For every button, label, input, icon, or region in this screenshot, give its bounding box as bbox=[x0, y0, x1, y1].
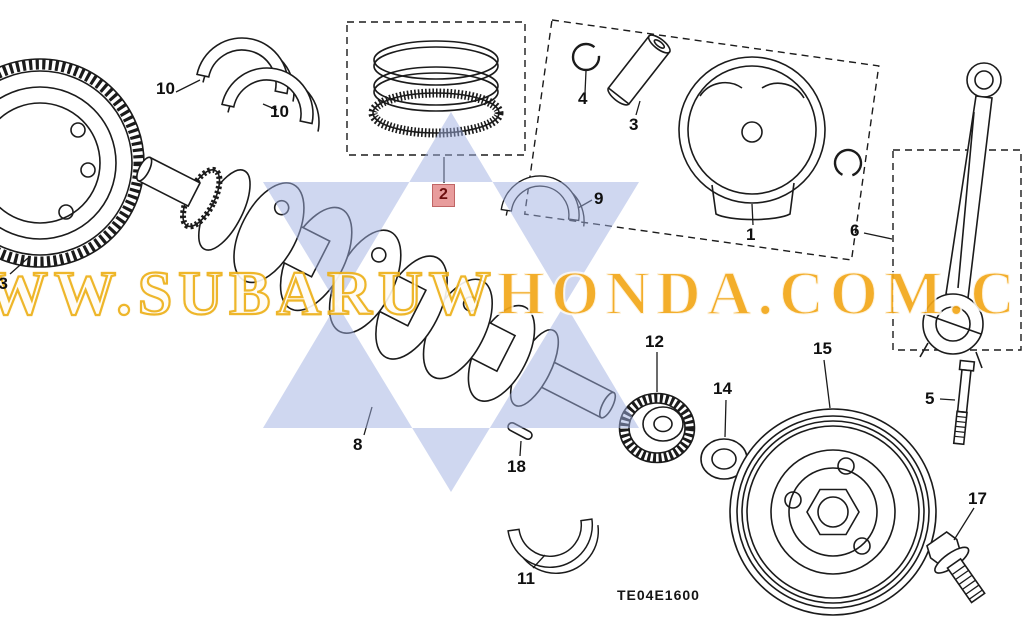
piston-pin-3-drawing bbox=[607, 34, 671, 106]
circlip-4-drawing bbox=[571, 42, 601, 72]
crank-pulley-15-drawing bbox=[729, 408, 937, 616]
connecting-rod-6-drawing bbox=[892, 62, 1022, 369]
circlip-right-drawing bbox=[833, 148, 863, 178]
part-label-14[interactable]: 14 bbox=[713, 379, 732, 398]
timing-gear-12-drawing bbox=[618, 392, 696, 464]
part-label-11[interactable]: 11 bbox=[517, 569, 535, 588]
part-label-10-upper[interactable]: 10 bbox=[156, 79, 175, 98]
part-label-2-highlighted[interactable]: 2 bbox=[432, 184, 455, 207]
diagram-code: TE04E1600 bbox=[617, 587, 700, 603]
part-label-9[interactable]: 9 bbox=[594, 189, 604, 208]
piston-kit-box bbox=[523, 19, 880, 261]
pulley-bolt-17-drawing bbox=[926, 531, 986, 604]
rod-bolt-5-drawing bbox=[952, 359, 976, 446]
piston-ring-set-2-drawing bbox=[346, 21, 526, 156]
part-label-4[interactable]: 4 bbox=[578, 89, 588, 108]
part-label-12[interactable]: 12 bbox=[645, 332, 664, 351]
part-label-8[interactable]: 8 bbox=[353, 435, 363, 454]
part-label-10-lower[interactable]: 10 bbox=[270, 102, 289, 121]
part-label-6[interactable]: 6 bbox=[850, 221, 860, 240]
part-label-18[interactable]: 18 bbox=[507, 457, 526, 476]
part-label-17[interactable]: 17 bbox=[968, 489, 987, 508]
part-label-1[interactable]: 1 bbox=[746, 225, 756, 244]
part-label-5[interactable]: 5 bbox=[925, 389, 935, 408]
main-bearing-10b-drawing bbox=[221, 58, 323, 132]
piston-1-drawing bbox=[678, 56, 826, 221]
ring-gear-13-drawing bbox=[0, 58, 145, 268]
part-label-15[interactable]: 15 bbox=[813, 339, 832, 358]
part-label-3[interactable]: 3 bbox=[629, 115, 639, 134]
main-bearing-11-drawing bbox=[507, 518, 600, 575]
part-label-13[interactable]: 13 bbox=[0, 274, 8, 293]
